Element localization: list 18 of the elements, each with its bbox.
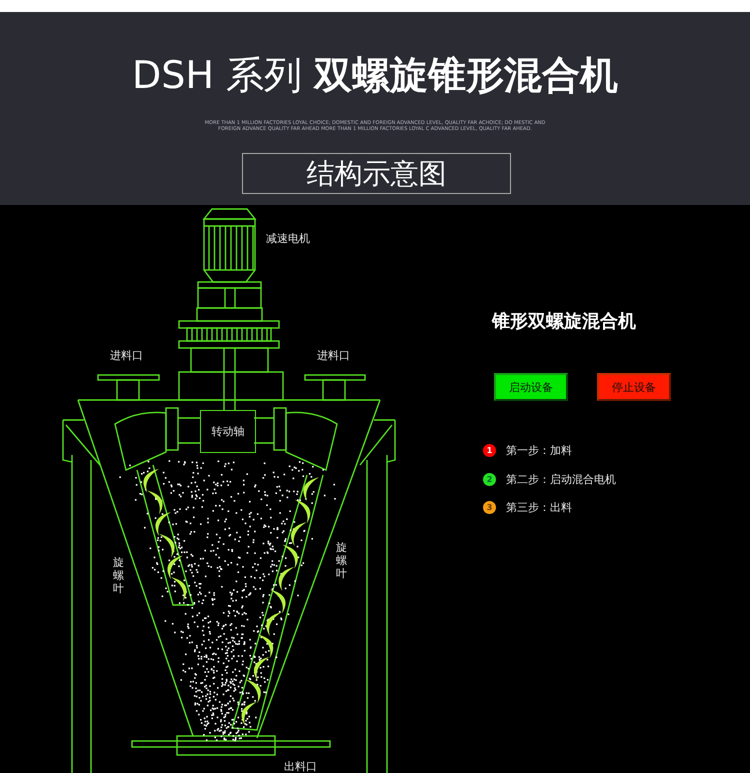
part-label: 出料口 (284, 759, 317, 773)
shaft-box: 转动轴 (200, 410, 256, 453)
stop-button: 停止设备 (597, 373, 671, 401)
part-label: 减速电机 (266, 231, 310, 246)
step-number: 2 (483, 473, 496, 486)
part-label: 进料口 (110, 348, 143, 363)
part-label: 进料口 (317, 348, 350, 363)
part-label: 旋螺叶 (336, 541, 348, 580)
title: DSH 系列 双螺旋锥形混合机 (130, 52, 620, 98)
start-button: 启动设备 (494, 373, 568, 401)
step-number: 1 (483, 444, 496, 457)
step-text: 第三步：出料 (506, 500, 572, 515)
step-text: 第二步：启动混合电机 (506, 472, 616, 487)
subtitle-box: 结构示意图 (242, 153, 511, 194)
panel-title: 锥形双螺旋混合机 (492, 310, 636, 333)
step-number: 3 (483, 501, 496, 514)
step-text: 第一步：加料 (506, 443, 572, 458)
part-label: 旋螺叶 (113, 556, 125, 595)
